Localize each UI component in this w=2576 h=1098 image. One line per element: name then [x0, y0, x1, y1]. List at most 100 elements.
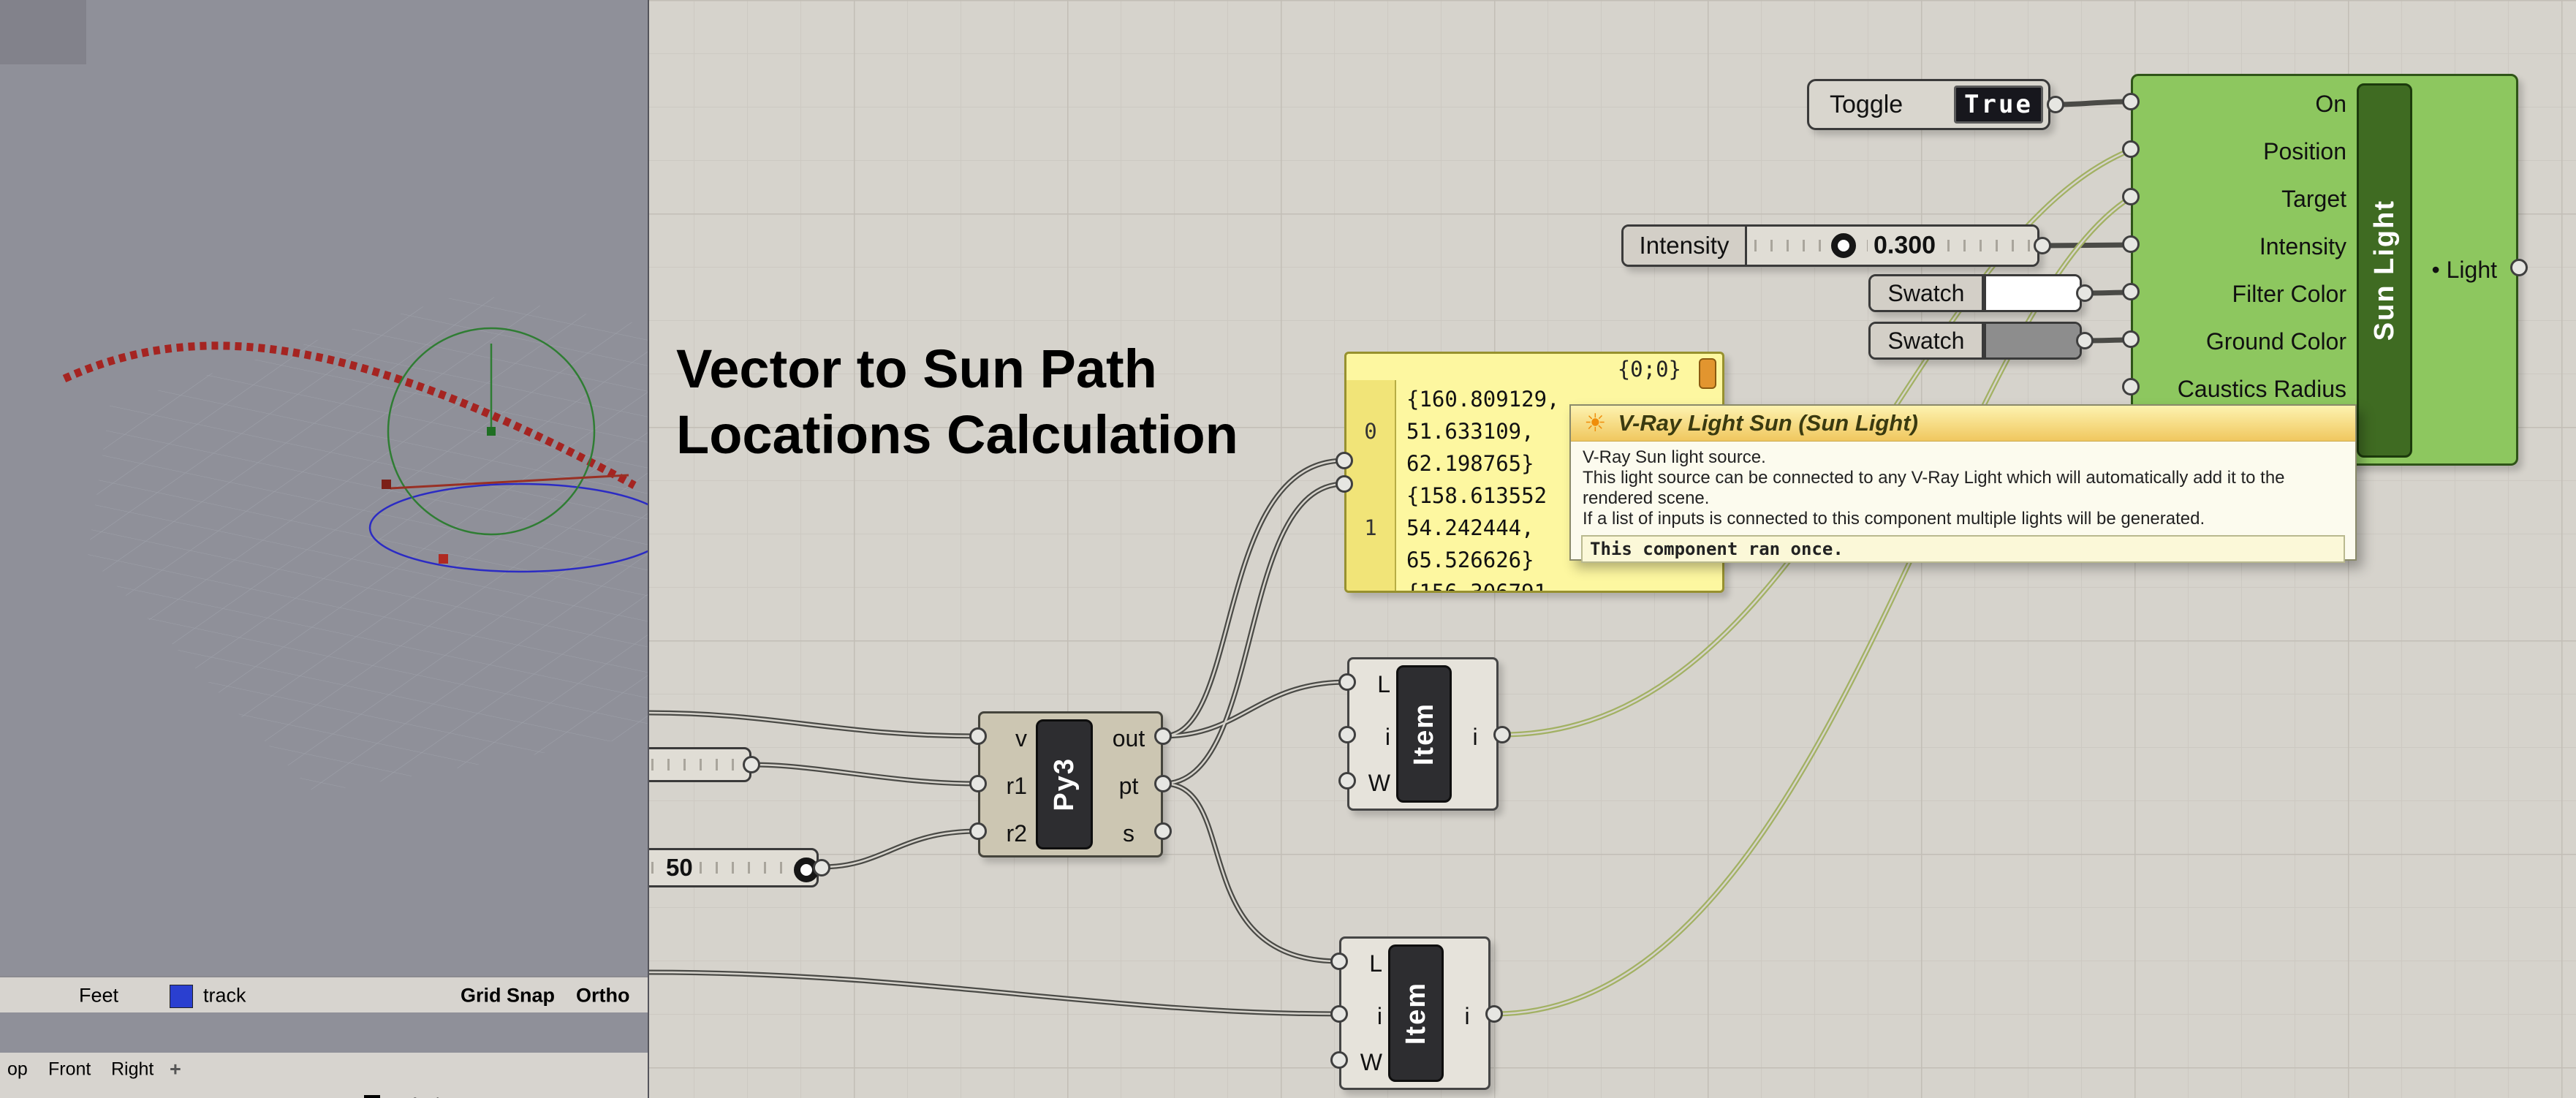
panel-line: 62.198765}	[1406, 451, 1534, 476]
sunlight-input-grip[interactable]	[2122, 140, 2140, 158]
input-filter-color: Filter Color	[2232, 281, 2346, 307]
grid-snap-toggle[interactable]: Grid Snap	[461, 984, 556, 1007]
toggle-value[interactable]: True	[1954, 86, 2043, 124]
input-list: L	[1369, 950, 1382, 977]
slider-output-grip[interactable]	[2034, 237, 2051, 254]
sunlight-input-grip[interactable]	[2122, 330, 2140, 348]
output-out: out	[1112, 725, 1145, 751]
slider-track[interactable]: 0.300	[1747, 227, 2037, 265]
component-name: Item	[1400, 981, 1431, 1045]
sunlight-input-grip[interactable]	[2122, 93, 2140, 110]
panel-input-grip[interactable]	[1336, 452, 1353, 469]
input-on: On	[2315, 91, 2346, 117]
intensity-slider[interactable]: Intensity 0.300	[1621, 224, 2039, 267]
item2-input-grip[interactable]	[1330, 1005, 1348, 1023]
panel-row-index: 1	[1364, 515, 1377, 540]
panel-line: {160.809129,	[1406, 387, 1560, 412]
input-wrap: W	[1368, 770, 1390, 796]
component-nameplate[interactable]: Py3	[1036, 719, 1093, 849]
py3-output-grip[interactable]	[1154, 727, 1172, 745]
swatch-color-gray[interactable]	[1984, 324, 2080, 357]
panel-line: 51.633109,	[1406, 419, 1534, 444]
sunlight-input-grip[interactable]	[2122, 378, 2140, 395]
sunlight-input-grip[interactable]	[2122, 188, 2140, 205]
python3-component[interactable]: v r1 r2 Py3 out pt s	[978, 711, 1163, 857]
layer-color-swatch[interactable]	[170, 985, 193, 1008]
toggle-output-grip[interactable]	[2047, 96, 2064, 113]
rhino-3d-viewport[interactable]: Feet track Grid Snap Ortho op Front Righ…	[0, 0, 649, 1098]
list-item-component-1[interactable]: L i W Item i	[1347, 657, 1499, 811]
swatch1-output-grip[interactable]	[2076, 284, 2094, 302]
default-layer-swatch[interactable]	[364, 1095, 380, 1098]
viewport-lower-band	[0, 1012, 648, 1053]
item1-input-grip[interactable]	[1338, 673, 1356, 691]
panel-path-tag: {0;0}	[1617, 357, 1681, 382]
panel-input-grip[interactable]	[1336, 475, 1353, 493]
item1-input-grip[interactable]	[1338, 726, 1356, 743]
py3-input-grip[interactable]	[969, 822, 987, 840]
input-position: Position	[2263, 138, 2346, 164]
item2-input-grip[interactable]	[1330, 1051, 1348, 1069]
swatch-label: Swatch	[1871, 324, 1984, 357]
sun-point-red	[439, 554, 448, 564]
canvas-title-line1: Vector to Sun Path	[676, 338, 1157, 399]
py3-input-grip[interactable]	[969, 727, 987, 745]
component-nameplate[interactable]: Sun Light	[2357, 83, 2412, 458]
swatch-filter-color[interactable]: Swatch	[1868, 274, 2082, 312]
vray-sun-light-component[interactable]: On Position Target Intensity Filter Colo…	[2131, 74, 2518, 466]
tooltip-desc-1: V-Ray Sun light source.	[1583, 447, 1766, 467]
panel-line: 54.242444,	[1406, 515, 1534, 540]
py3-output-grip[interactable]	[1154, 775, 1172, 792]
canvas-title-line2: Locations Calculation	[676, 404, 1238, 466]
py3-output-grip[interactable]	[1154, 822, 1172, 840]
swatch-ground-color[interactable]: Swatch	[1868, 322, 2082, 360]
output-item: i	[1464, 1003, 1470, 1029]
tab-top[interactable]: op	[7, 1059, 28, 1080]
default-layer-name[interactable]: Default	[389, 1095, 444, 1098]
slider-value: 0.300	[1868, 231, 1942, 260]
panel-index-column	[1346, 380, 1396, 591]
slider-b-output-grip[interactable]	[813, 859, 830, 876]
list-item-component-2[interactable]: L i W Item i	[1339, 936, 1490, 1090]
tab-right[interactable]: Right	[111, 1059, 154, 1080]
py3-input-grip[interactable]	[969, 775, 987, 792]
tooltip-desc-3: If a list of inputs is connected to this…	[1583, 509, 2205, 529]
component-nameplate[interactable]: Item	[1388, 944, 1444, 1082]
sunlight-input-grip[interactable]	[2122, 235, 2140, 253]
sun-gizmo-circle	[387, 327, 596, 536]
tab-front[interactable]: Front	[48, 1059, 91, 1080]
input-r1: r1	[1006, 773, 1027, 799]
units-label: Feet	[79, 984, 119, 1007]
item1-output-grip[interactable]	[1493, 726, 1511, 743]
item2-input-grip[interactable]	[1330, 953, 1348, 970]
tooltip-run-status: This component ran once.	[1581, 535, 2345, 563]
swatch2-output-grip[interactable]	[2076, 332, 2094, 349]
panel-line: {158.613552	[1406, 483, 1548, 508]
panel-line: {156.306791	[1406, 580, 1548, 593]
component-nameplate[interactable]: Item	[1396, 665, 1452, 803]
component-name: Item	[1408, 702, 1439, 766]
analemma-ellipse	[368, 482, 648, 573]
gumball-cross-icon[interactable]: +	[170, 1058, 181, 1080]
input-r2: r2	[1006, 820, 1027, 847]
input-index: i	[1384, 724, 1390, 750]
item2-output-grip[interactable]	[1485, 1005, 1503, 1023]
sun-path-arc	[62, 341, 637, 489]
layer-name[interactable]: track	[203, 984, 246, 1007]
sunlight-input-grip[interactable]	[2122, 283, 2140, 300]
sunlight-output-grip[interactable]	[2510, 259, 2528, 276]
swatch-color-white[interactable]	[1984, 276, 2080, 310]
tooltip-body: V-Ray Sun light source. This light sourc…	[1571, 442, 2355, 529]
panel-row-index: 0	[1364, 419, 1377, 444]
ortho-toggle[interactable]: Ortho	[576, 984, 630, 1007]
boolean-toggle[interactable]: Toggle True	[1807, 79, 2050, 130]
panel-scroll-grip[interactable]	[1699, 358, 1716, 389]
slider-ticks	[635, 759, 742, 771]
tooltip-desc-2: This light source can be connected to an…	[1583, 468, 2285, 508]
slider-knob[interactable]	[1831, 233, 1856, 258]
slider-a-output-grip[interactable]	[743, 756, 760, 773]
output-s: s	[1123, 820, 1134, 847]
component-name: Py3	[1048, 757, 1080, 811]
item1-input-grip[interactable]	[1338, 772, 1356, 790]
input-intensity: Intensity	[2259, 233, 2346, 260]
